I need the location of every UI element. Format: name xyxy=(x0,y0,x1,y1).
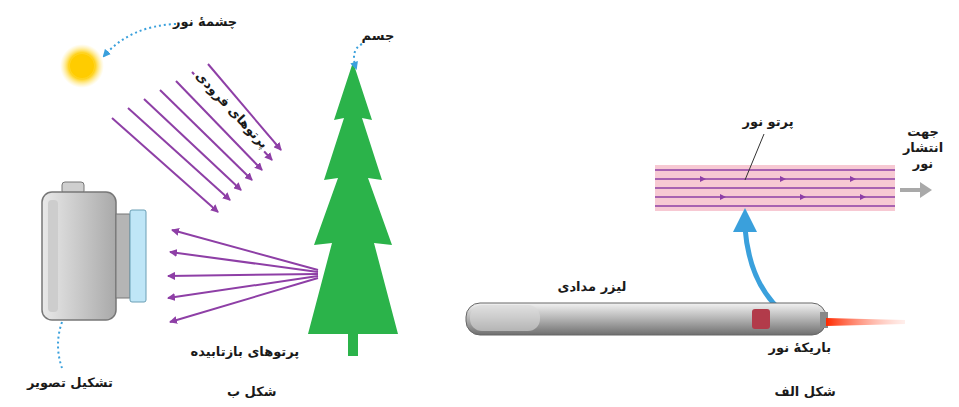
object-label: جسم xyxy=(362,28,395,44)
image-label: تشکیل تصویر xyxy=(27,375,113,391)
laser-beam xyxy=(826,318,905,326)
direction-arrow xyxy=(900,182,932,198)
rays-label: پرتوهای بازتابیده xyxy=(191,344,300,360)
leader-line xyxy=(58,322,62,368)
ray-label: پرتو نور xyxy=(743,114,794,130)
laser-pointer xyxy=(466,303,828,335)
incident-rays xyxy=(112,64,281,212)
laser-label: لیزر مدادی xyxy=(558,279,627,295)
sun-core xyxy=(70,54,94,78)
reflected-rays xyxy=(168,230,318,322)
light-beam-band xyxy=(655,165,895,211)
camera xyxy=(42,182,146,320)
sun xyxy=(60,44,104,88)
leader-line xyxy=(354,44,362,68)
beam-label: باریکهٔ نور xyxy=(769,340,832,356)
figure-label: شکل ب xyxy=(227,384,277,400)
figure-label: شکل الف xyxy=(775,384,836,400)
leader-line xyxy=(745,134,764,180)
tree-object xyxy=(308,62,398,356)
direction-label: جهت انتشار نور xyxy=(891,124,955,173)
source-label: چشمهٔ نور xyxy=(173,14,237,30)
callout-arrow-head xyxy=(733,208,757,232)
leader-line xyxy=(104,24,176,56)
